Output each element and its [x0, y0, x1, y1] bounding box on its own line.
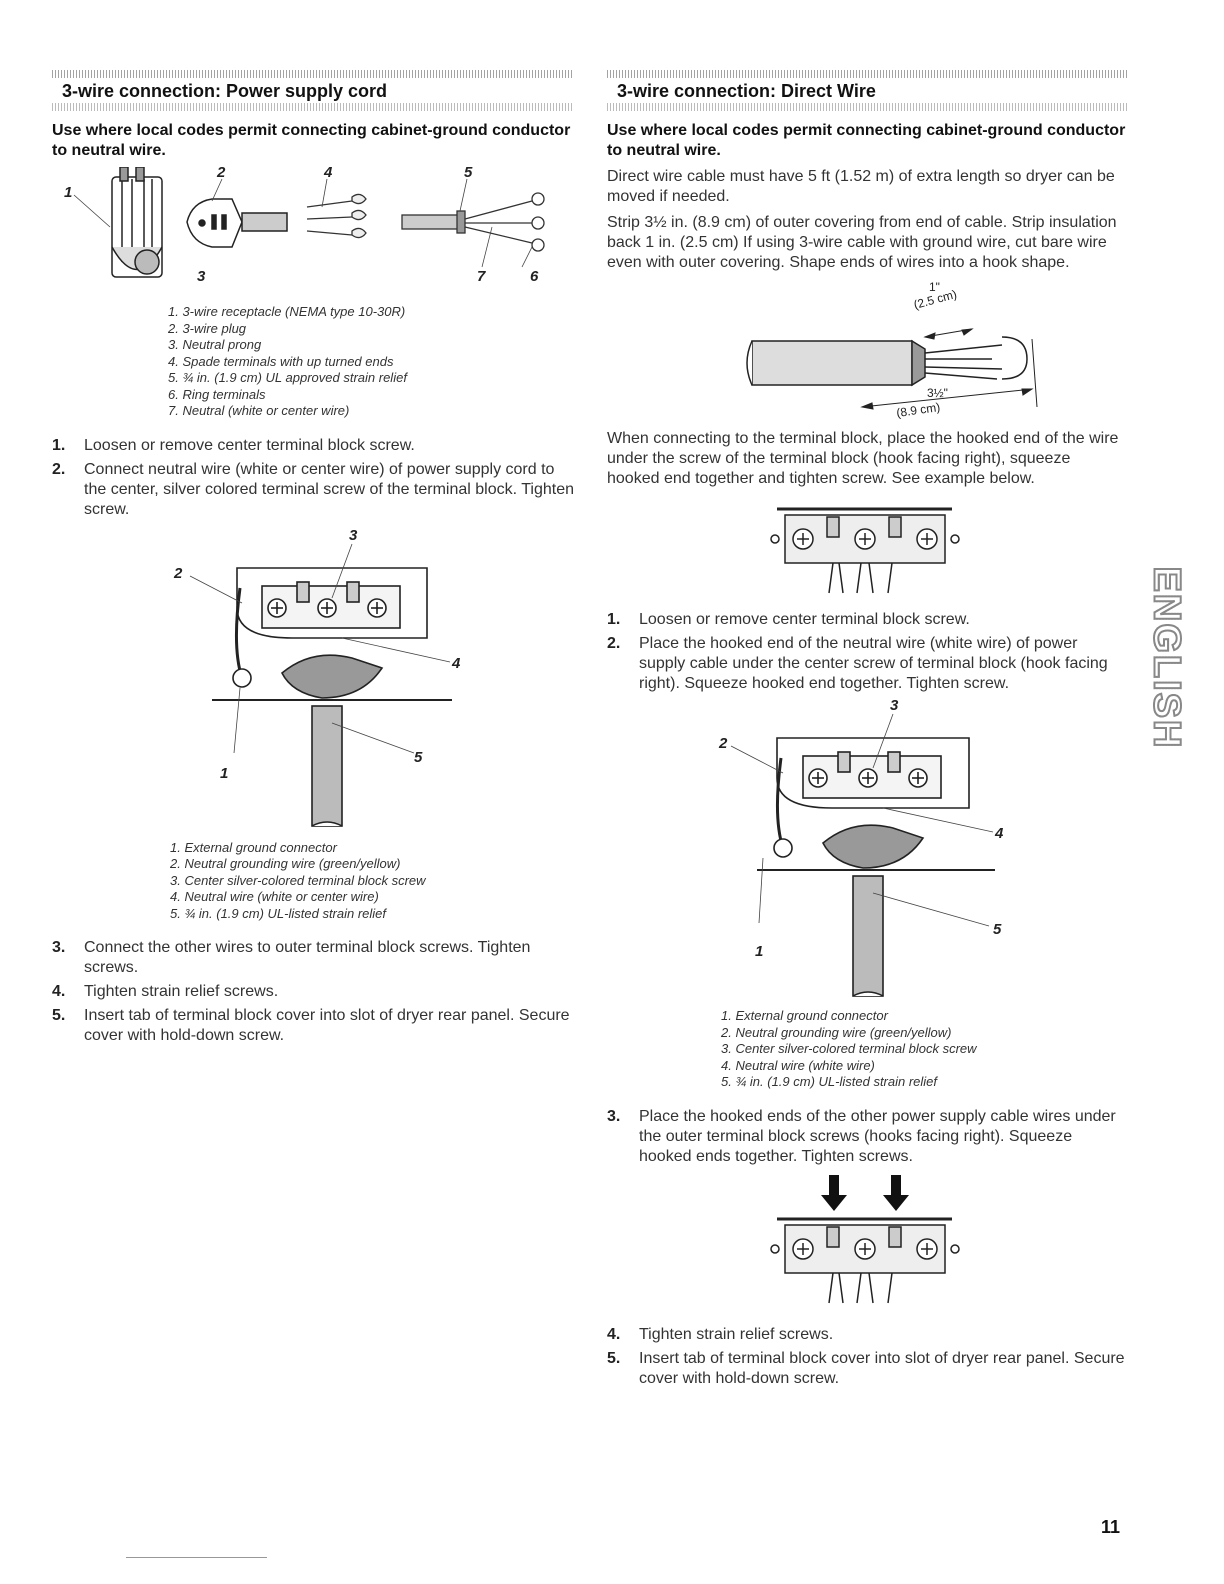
callout-3: 3: [349, 528, 358, 544]
language-tab-label: ENGLISH: [1145, 566, 1189, 751]
down-arrow-icon: [821, 1174, 909, 1211]
callout-4: 4: [451, 655, 461, 672]
step-item: 4.Tighten strain relief screws.: [607, 1325, 834, 1343]
stripped-cable-illustration: [746, 336, 1028, 387]
figure-legend: 1. External ground connector 2. Neutral …: [170, 840, 574, 923]
terminal-block-illustration: [232, 566, 428, 827]
callout-2: 2: [216, 167, 226, 181]
hook-instructions-text: When connecting to the terminal block, p…: [607, 430, 1119, 487]
terminal-block-illustration: [773, 737, 970, 997]
callout-3: 3: [890, 698, 899, 714]
callout-4: 4: [994, 825, 1004, 842]
steps-list: 3.Place the hooked ends of the other pow…: [607, 1107, 1127, 1167]
callout-3: 3: [197, 268, 206, 285]
legend-item: 3. Center silver-colored terminal block …: [721, 1041, 977, 1056]
callout-1: 1: [64, 184, 72, 201]
step-item: 3.Connect the other wires to outer termi…: [52, 939, 531, 976]
terminal-block-outer-screws-figure: [770, 1174, 960, 1303]
callout-4: 4: [323, 167, 333, 181]
section-title-power-cord: 3-wire connection: Power supply cord: [62, 81, 388, 101]
legend-item: 2. Neutral grounding wire (green/yellow): [170, 856, 401, 871]
legend-item: 1. External ground connector: [721, 1008, 888, 1023]
legend-item: 2. Neutral grounding wire (green/yellow): [721, 1024, 952, 1040]
figure-legend: 1. 3-wire receptacle (NEMA type 10-30R) …: [168, 304, 574, 420]
intro-text: Use where local codes permit connecting …: [607, 122, 1126, 159]
spade-terminal-wires: [306, 193, 367, 239]
legend-item: 2. 3-wire plug: [168, 320, 247, 336]
right-column: 3-wire connection: Direct Wire Use where…: [607, 70, 1127, 1393]
legend-item: 1. 3-wire receptacle (NEMA type 10-30R): [168, 304, 406, 319]
intro-text: Use where local codes permit connecting …: [52, 122, 571, 159]
legend-item: 5. ¾ in. (1.9 cm) UL-listed strain relie…: [170, 905, 387, 921]
step-item: 5.Insert tab of terminal block cover int…: [52, 1007, 570, 1044]
step-item: 1.Loosen or remove center terminal block…: [607, 611, 970, 628]
terminal-block-figure: 3 2 4 5 1: [173, 528, 461, 827]
legend-item: 6. Ring terminals: [168, 386, 266, 402]
dimension-bottom: 3½": [927, 386, 948, 400]
footer-line: [126, 1557, 267, 1558]
legend-item: 4. Neutral wire (white wire): [721, 1057, 875, 1073]
ring-terminal-wires: [401, 192, 545, 252]
terminal-block-hook-illustration: [770, 507, 960, 594]
legend-item: 3. Center silver-colored terminal block …: [170, 872, 426, 888]
cable-length-text: Direct wire cable must have 5 ft (1.52 m…: [607, 168, 1115, 205]
steps-list: 1.Loosen or remove center terminal block…: [52, 436, 574, 520]
legend-item: 5. ¾ in. (1.9 cm) UL-listed strain relie…: [721, 1074, 938, 1089]
steps-list: 4.Tighten strain relief screws. 5.Insert…: [607, 1325, 1127, 1389]
step-item: 4.Tighten strain relief screws.: [52, 983, 279, 1000]
cable-strip-figure: 1" (2.5 cm) 3½" (8.9 cm): [746, 280, 1038, 420]
step-item: 5.Insert tab of terminal block cover int…: [607, 1349, 1125, 1387]
legend-item: 7. Neutral (white or center wire): [168, 403, 350, 418]
terminal-block-hook-illustration: [770, 1217, 960, 1303]
callout-6: 6: [530, 268, 539, 285]
callout-1: 1: [220, 765, 228, 782]
figure-legend: 1. External ground connector 2. Neutral …: [721, 1008, 1127, 1091]
callout-5: 5: [414, 749, 423, 766]
callout-7: 7: [477, 268, 486, 285]
strip-instructions-text: Strip 3½ in. (8.9 cm) of outer covering …: [607, 214, 1117, 271]
section-rule: [607, 103, 1127, 111]
steps-list: 3.Connect the other wires to outer termi…: [52, 938, 574, 1046]
legend-item: 5. ¾ in. (1.9 cm) UL approved strain rel…: [168, 370, 407, 385]
steps-list: 1.Loosen or remove center terminal block…: [607, 610, 1127, 694]
power-cord-parts-figure: 1 2 4 5 3 7 6: [64, 167, 545, 285]
dimension-top: 1": [929, 280, 940, 294]
left-column: 3-wire connection: Power supply cord Use…: [52, 70, 574, 1050]
terminal-block-figure: 3 2 4 5 1: [718, 698, 1004, 997]
plug-illustration: [186, 198, 288, 248]
section-rule: [52, 70, 574, 78]
page-number: 11: [1101, 1517, 1121, 1537]
callout-5: 5: [464, 167, 473, 181]
legend-item: 1. External ground connector: [170, 839, 337, 855]
step-item: 2.Connect neutral wire (white or center …: [52, 460, 574, 518]
section-rule: [607, 70, 1127, 78]
dimension-bottom-metric: (8.9 cm): [895, 400, 941, 420]
step-item: 3.Place the hooked ends of the other pow…: [607, 1107, 1116, 1165]
legend-item: 4. Neutral wire (white or center wire): [170, 889, 379, 904]
callout-2: 2: [173, 565, 183, 582]
legend-item: 3. Neutral prong: [168, 337, 262, 352]
terminal-block-example-figure: [770, 507, 960, 594]
receptacle-illustration: [111, 167, 163, 278]
callout-1: 1: [755, 943, 763, 960]
language-side-tab: ENGLISH: [1145, 558, 1189, 758]
callout-2: 2: [718, 735, 728, 752]
step-item: 2.Place the hooked end of the neutral wi…: [607, 635, 1108, 692]
section-title-direct-wire: 3-wire connection: Direct Wire: [617, 81, 876, 101]
legend-item: 4. Spade terminals with up turned ends: [168, 353, 394, 369]
section-rule: [52, 103, 574, 111]
callout-5: 5: [993, 921, 1002, 938]
step-item: 1.Loosen or remove center terminal block…: [52, 436, 415, 454]
